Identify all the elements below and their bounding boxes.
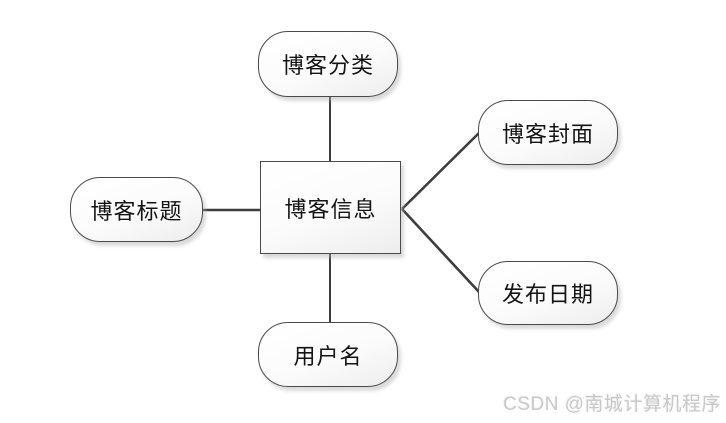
attribute-label: 博客分类	[281, 53, 374, 78]
attribute-label: 发布日期	[501, 282, 594, 307]
attribute-label: 博客封面	[501, 121, 594, 147]
entity-node-blog-info: 博客信息	[260, 161, 401, 254]
entity-label: 博客信息	[284, 196, 377, 222]
csdn-watermark: CSDN @南城计算机程序	[503, 394, 721, 415]
attribute-label: 用户名	[293, 343, 363, 369]
attribute-node-blog-title: 博客标题	[70, 177, 203, 242]
connector-center-to-right-bottom	[401, 208, 480, 293]
attribute-node-blog-cover: 博客封面	[478, 100, 618, 165]
attribute-node-username: 用户名	[258, 322, 398, 387]
attribute-node-publish-date: 发布日期	[478, 261, 618, 325]
attribute-node-blog-category: 博客分类	[258, 31, 398, 97]
attribute-label: 博客标题	[90, 198, 183, 224]
connector-center-to-right-top	[401, 132, 480, 210]
